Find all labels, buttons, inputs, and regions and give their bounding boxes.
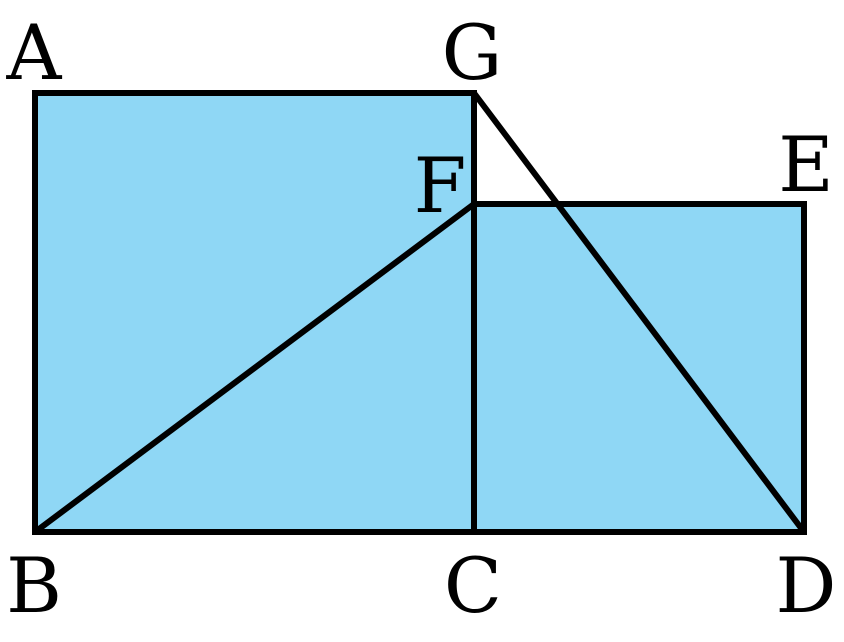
label-a: A	[6, 8, 63, 97]
square-abcg	[32, 90, 477, 535]
label-e: E	[778, 120, 833, 209]
label-d: D	[776, 541, 837, 630]
segment-gd	[471, 90, 807, 535]
rectangle-fcde	[471, 201, 807, 535]
label-b: B	[6, 541, 62, 630]
label-g: G	[442, 8, 503, 97]
label-c: C	[444, 541, 502, 630]
label-f: F	[414, 141, 467, 230]
segment-bf	[32, 201, 477, 535]
